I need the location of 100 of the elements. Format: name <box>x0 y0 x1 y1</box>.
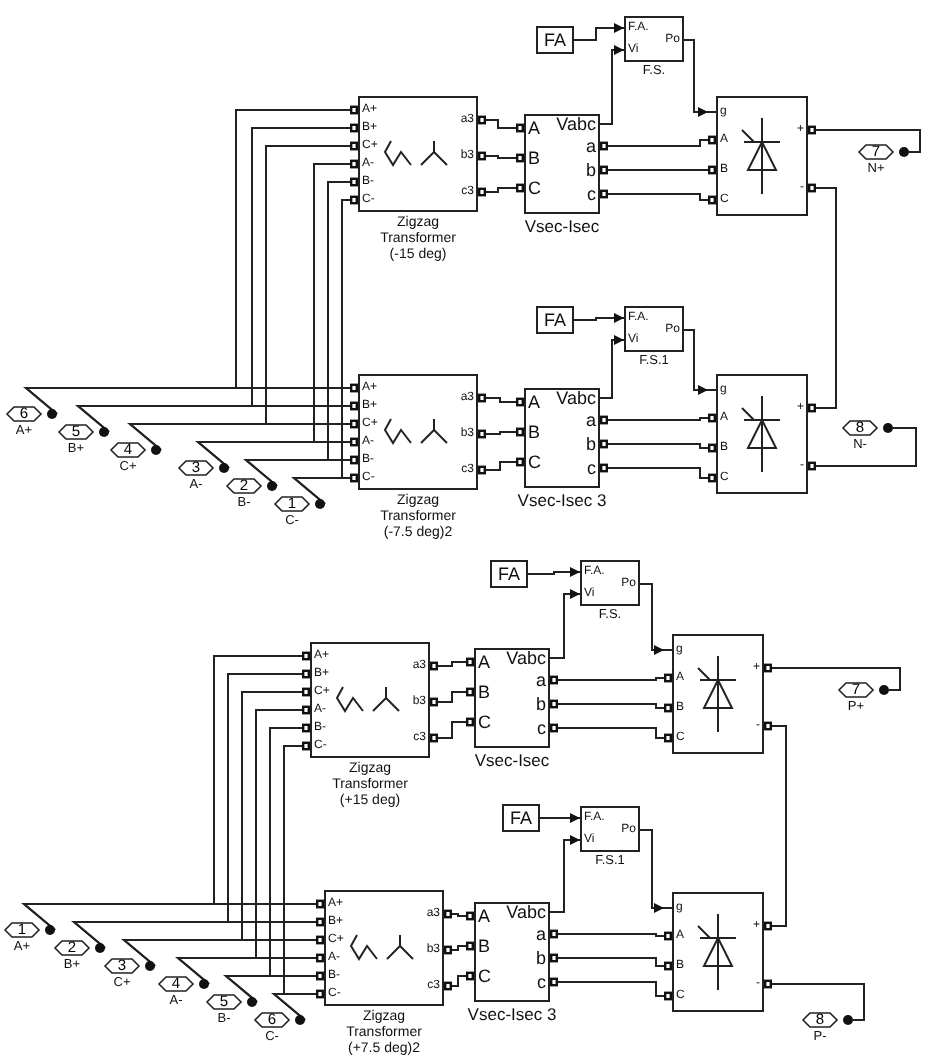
port-label: B <box>528 148 541 168</box>
signal-arrow <box>573 23 625 41</box>
thyristor-bridge-block <box>664 634 772 754</box>
wire <box>437 691 467 703</box>
wire <box>607 443 709 449</box>
signal-arrow <box>557 835 581 913</box>
block-label: Vsec-Isec 3 <box>467 1006 557 1026</box>
connection-port <box>254 1012 305 1028</box>
wire <box>771 725 787 927</box>
wire <box>451 913 467 917</box>
transformer-block <box>350 96 486 212</box>
port-label: c <box>587 184 596 204</box>
wire <box>557 957 665 967</box>
wire <box>815 187 837 409</box>
connection-port <box>842 420 893 436</box>
from-tag-block <box>536 306 574 334</box>
connection-port <box>802 1012 853 1028</box>
signal-arrow <box>527 567 581 577</box>
wire <box>485 187 517 193</box>
wire <box>127 423 351 451</box>
connection-port <box>226 478 277 494</box>
connection-port <box>178 460 229 476</box>
wire <box>121 939 317 967</box>
signal-arrow <box>639 583 665 655</box>
port-label: a <box>535 924 546 944</box>
port-label: B <box>478 682 491 702</box>
measurement-block <box>516 388 608 488</box>
port-label: c <box>537 718 546 738</box>
wire <box>243 459 351 487</box>
transformer-block <box>302 642 438 758</box>
wire <box>485 431 517 435</box>
port-label: Vabc <box>556 114 596 134</box>
connection-port <box>4 922 55 938</box>
signal-arrow <box>683 39 709 117</box>
wire <box>771 667 901 691</box>
tag-label: FA <box>541 308 568 334</box>
connection-port <box>104 958 155 974</box>
wire <box>815 427 917 467</box>
tag-label: FA <box>541 28 568 54</box>
port-label: a <box>585 136 596 156</box>
wire <box>485 461 517 471</box>
connection-port <box>838 682 889 698</box>
wire <box>607 169 709 171</box>
wire <box>557 981 665 997</box>
from-tag-block <box>490 560 528 588</box>
port-label: b <box>585 160 596 180</box>
port-label: A <box>528 392 541 412</box>
wire <box>71 921 317 949</box>
wire <box>175 957 317 985</box>
wire <box>223 975 317 1003</box>
connection-port <box>58 424 109 440</box>
wire <box>291 477 351 505</box>
port-label: b <box>535 948 546 968</box>
signal-arrow <box>683 329 709 395</box>
thyristor-bridge-block <box>708 374 816 494</box>
port-label: B <box>478 936 491 956</box>
wire <box>21 903 317 931</box>
port-label: Vabc <box>556 388 596 408</box>
wire <box>815 129 921 153</box>
connection-port <box>274 496 325 512</box>
wire <box>607 467 709 479</box>
port-label: a <box>535 670 546 690</box>
port-label: C <box>478 712 491 732</box>
connection-port <box>206 994 257 1010</box>
wire <box>607 417 709 421</box>
wire <box>607 139 709 147</box>
signal-arrow <box>573 313 625 323</box>
wire <box>195 441 351 469</box>
block-label: Vsec-Isec 3 <box>517 492 607 512</box>
transformer-block <box>350 374 486 490</box>
port-label: C <box>528 178 541 198</box>
port-label: b <box>585 434 596 454</box>
thyristor-bridge-block <box>664 892 772 1012</box>
port-label: c <box>587 458 596 478</box>
wire <box>557 703 665 709</box>
wire <box>437 661 467 667</box>
subsystem-block <box>624 16 684 62</box>
port-label: A <box>478 652 491 672</box>
port-label: Vabc <box>506 902 546 922</box>
signal-arrow <box>607 335 625 399</box>
wire <box>557 677 665 681</box>
wire <box>485 155 517 159</box>
block-label: Vsec-Isec <box>524 218 600 238</box>
connection-port <box>158 976 209 992</box>
port-label: A <box>478 906 491 926</box>
port-label: b <box>535 694 546 714</box>
wire <box>75 405 351 433</box>
connection-port <box>54 940 105 956</box>
port-label: A <box>528 118 541 138</box>
wire <box>451 975 467 987</box>
thyristor-bridge-block <box>708 96 816 216</box>
port-label: C <box>478 966 491 986</box>
connection-port <box>858 144 909 160</box>
signal-arrow <box>557 589 581 659</box>
tag-label: FA <box>495 562 522 588</box>
port-label: Vabc <box>506 648 546 668</box>
port-label: a <box>585 410 596 430</box>
wire <box>451 945 467 951</box>
subsystem-block <box>624 306 684 352</box>
connection-port <box>6 406 57 422</box>
